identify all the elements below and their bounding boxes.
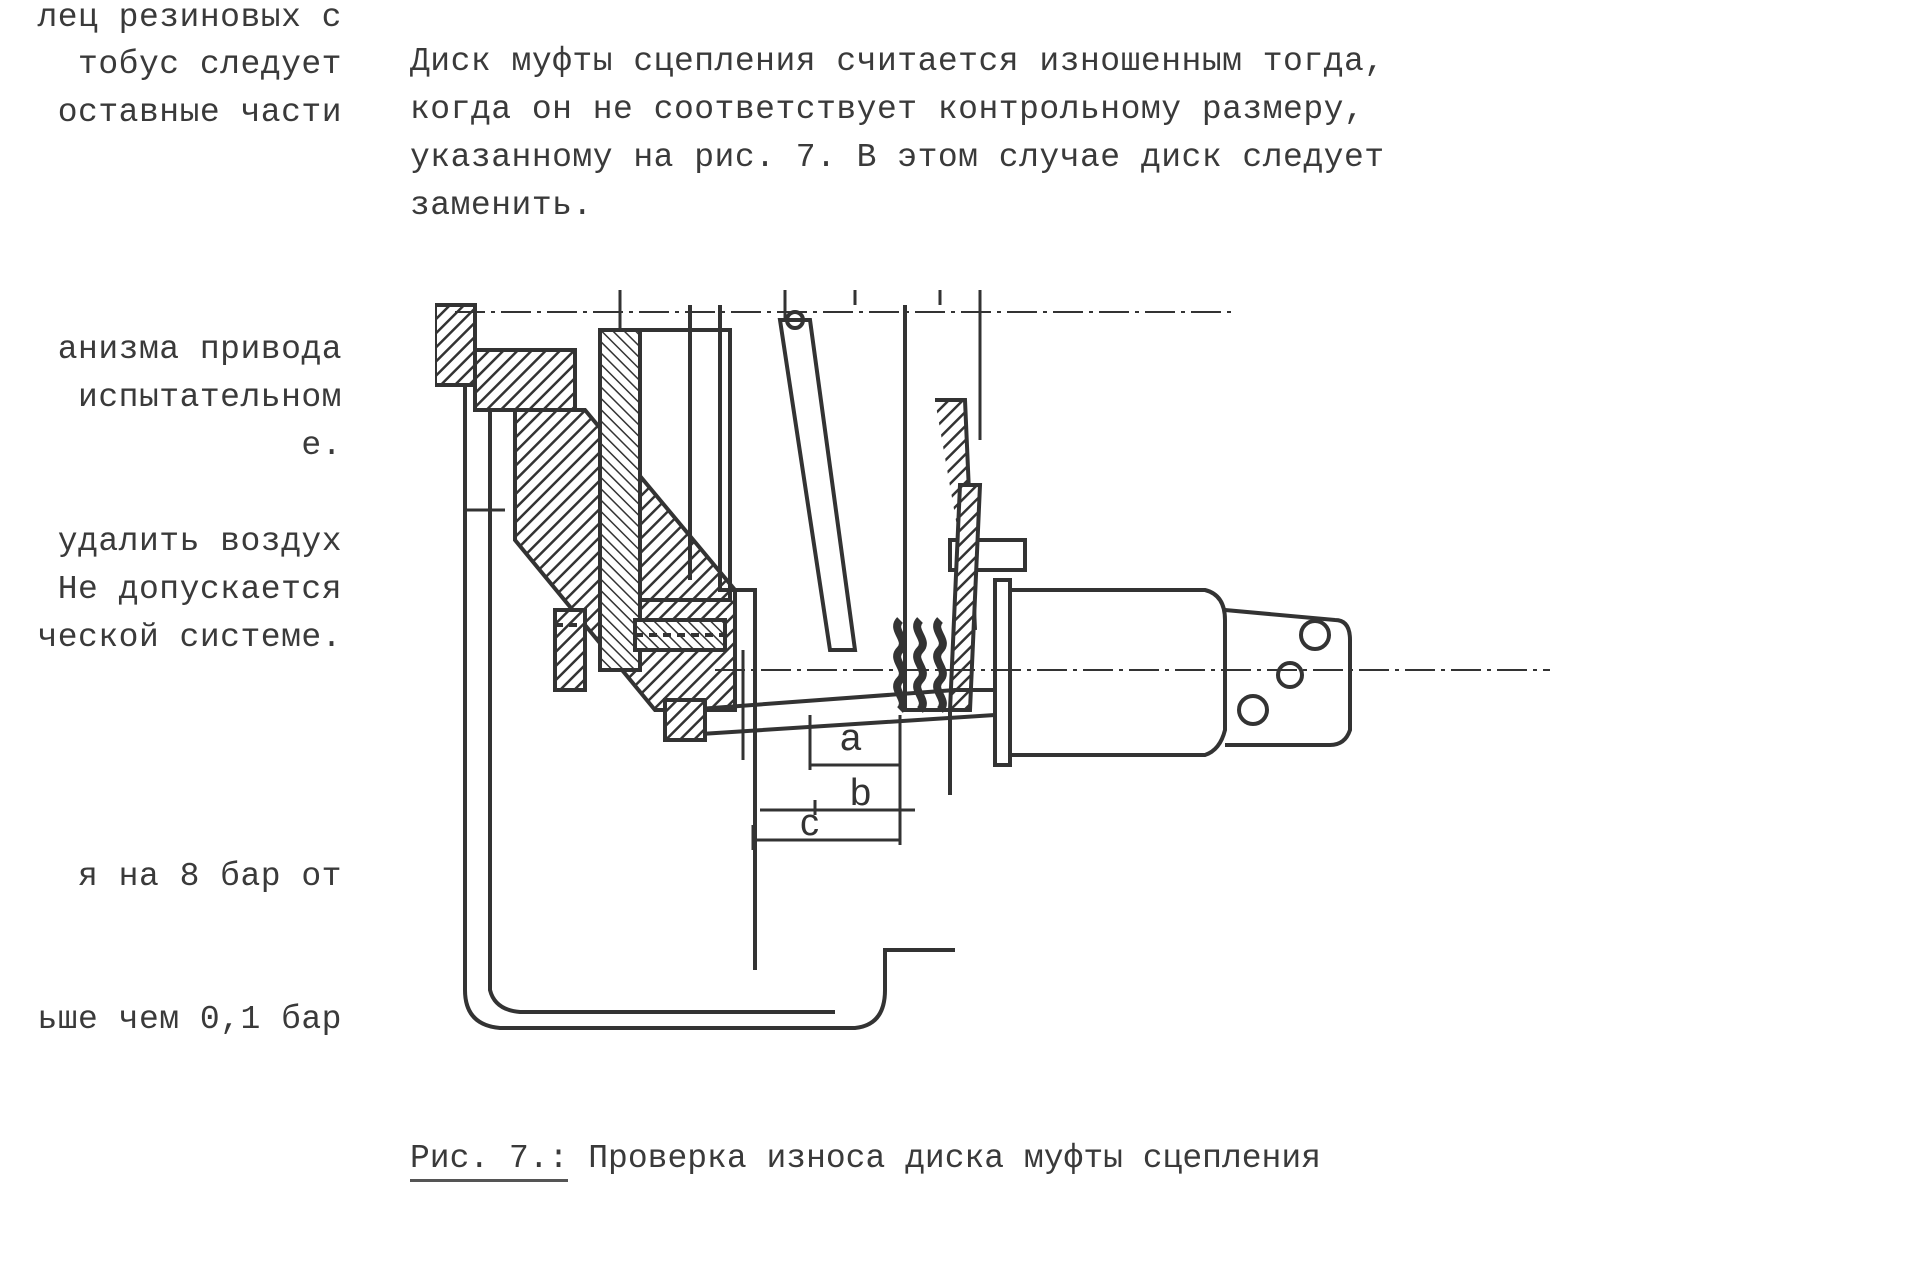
paragraph-line: заменить. xyxy=(410,187,593,224)
dimension-label-a: a xyxy=(840,717,862,759)
figure-caption: Рис. 7.: Проверка износа диска муфты сце… xyxy=(410,1140,1321,1182)
left-text-line: е. xyxy=(301,427,342,464)
paragraph-line: Диск муфты сцепления считается изношенны… xyxy=(410,43,1385,80)
figure-title: Проверка износа диска муфты сцепления xyxy=(568,1140,1321,1177)
figure-number: Рис. 7.: xyxy=(410,1140,569,1182)
paragraph-line: указанному на рис. 7. В этом случае диск… xyxy=(410,139,1385,176)
paragraph-line: когда он не соответствует контрольному р… xyxy=(410,91,1365,128)
left-text-line: лец резиновых с xyxy=(37,0,342,36)
left-text-line: удалить воздух xyxy=(57,523,342,560)
left-text-line: испытательном xyxy=(78,379,342,416)
left-text-line: я на 8 бар от xyxy=(78,858,342,895)
left-text-line: ьше чем 0,1 бар xyxy=(37,1001,342,1038)
dimension-label-c: c xyxy=(800,802,819,844)
left-text-line: оставные части xyxy=(57,94,342,131)
left-text-line: анизма привода xyxy=(57,331,342,368)
left-text-line: ческой системе. xyxy=(37,619,342,656)
dimension-label-b: b xyxy=(850,772,871,814)
clutch-cross-section-drawing: a b c xyxy=(435,290,1550,1030)
left-text-line: тобус следует xyxy=(78,46,342,83)
left-text-line: Не допускается xyxy=(57,571,342,608)
